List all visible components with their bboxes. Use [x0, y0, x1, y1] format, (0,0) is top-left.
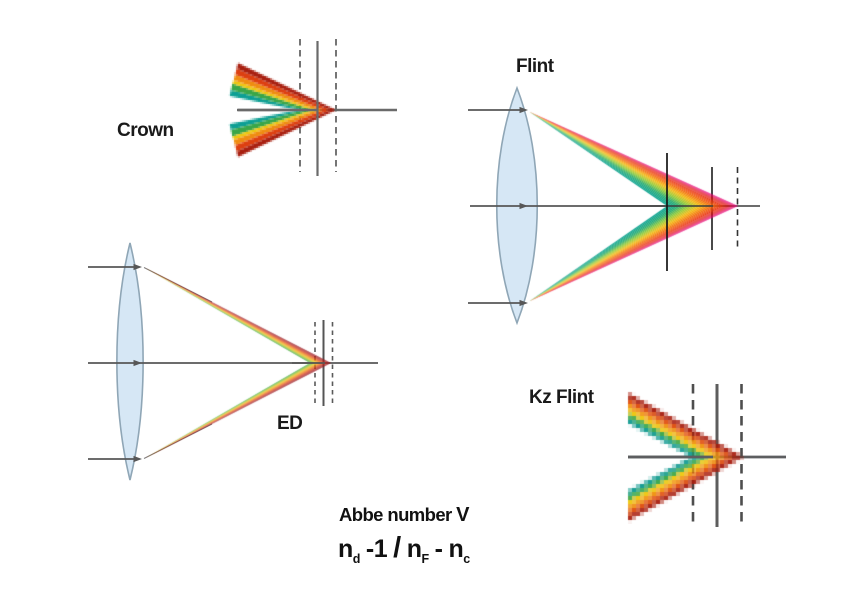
formula-slash: /	[393, 532, 401, 564]
crown-label: Crown	[117, 120, 174, 141]
formula-minus-one: -1	[365, 535, 388, 563]
flint-ray-fan	[526, 108, 742, 308]
kz-flint-label: Kz Flint	[529, 387, 594, 408]
abbe-caption-symbol: V	[456, 504, 470, 526]
flint-arrowhead-top	[519, 106, 528, 114]
abbe-caption: Abbe number V	[339, 504, 469, 527]
ed-arrowhead-top	[133, 263, 142, 271]
ed-arrowhead-bottom	[133, 455, 142, 463]
flint-arrowhead-middle	[519, 202, 528, 210]
ed-arrowhead-middle	[133, 359, 142, 367]
flint-arrowhead-bottom	[519, 299, 528, 307]
ed-label: ED	[277, 413, 303, 434]
formula-n-F: n	[406, 535, 422, 563]
ed-ray-fan	[142, 264, 336, 464]
ed-lens	[116, 242, 144, 481]
formula-n-c: n	[448, 535, 464, 563]
formula-n-d: n	[338, 535, 353, 563]
abbe-caption-text: Abbe number	[339, 504, 452, 525]
abbe-formula: nd-1/nF-nc	[338, 532, 470, 566]
flint-label: Flint	[516, 56, 554, 77]
formula-minus: -	[434, 535, 443, 563]
